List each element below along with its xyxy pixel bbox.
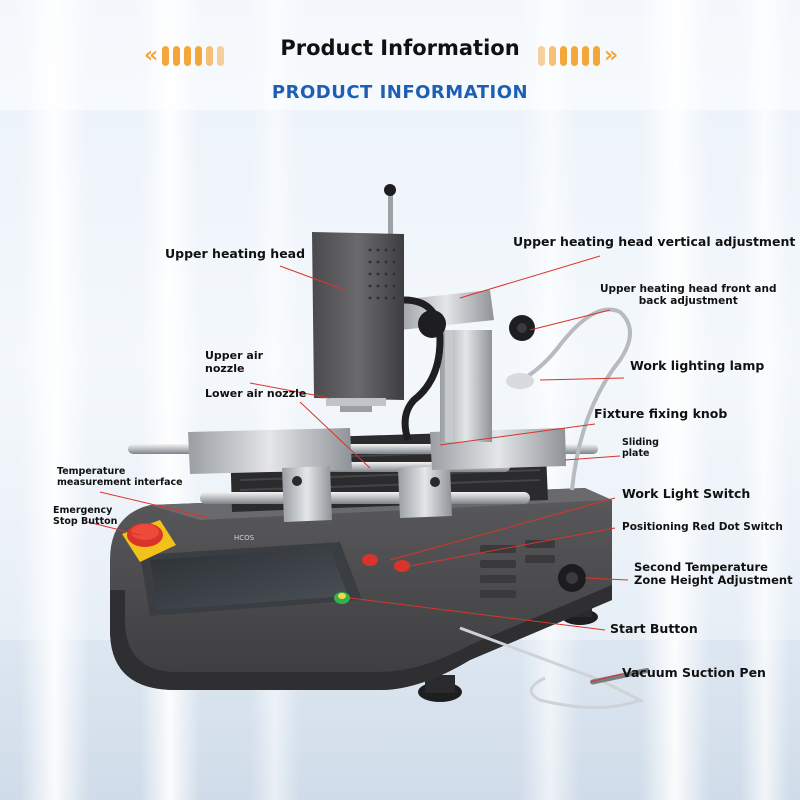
label-upper-air-nozzle-line1: Upper air xyxy=(205,349,264,362)
chevron-left-icon: « xyxy=(144,43,159,68)
header-decoration-right: » xyxy=(538,44,618,68)
page-subtitle: PRODUCT INFORMATION xyxy=(271,82,529,103)
page-title: Product Information xyxy=(280,36,520,60)
label-second-zone-line1: Second Temperature xyxy=(634,560,768,574)
pill-icon xyxy=(162,46,170,66)
label-second-zone-height: Second Temperature Zone Height Adjustmen… xyxy=(634,560,793,588)
pill-icon xyxy=(217,46,225,66)
label-vacuum-suction-pen: Vacuum Suction Pen xyxy=(622,665,766,680)
label-positioning-red-dot-switch: Positioning Red Dot Switch xyxy=(622,521,783,533)
label-front-back-adjustment-line1: Upper heating head front and xyxy=(600,283,777,295)
label-upper-heating-head: Upper heating head xyxy=(165,246,306,261)
label-upper-air-nozzle: Upper air nozzle xyxy=(205,349,264,375)
label-temperature-interface-line1: Temperature xyxy=(57,466,126,477)
label-temperature-interface: Temperature measurement interface xyxy=(57,466,183,489)
pill-icon xyxy=(173,46,181,66)
label-upper-air-nozzle-line2: nozzle xyxy=(205,361,245,375)
label-start-button: Start Button xyxy=(610,621,698,636)
panel-brand: HCOS xyxy=(234,534,255,542)
label-vertical-adjustment: Upper heating head vertical adjustment xyxy=(513,234,796,249)
label-sliding-plate: Sliding plate xyxy=(622,437,659,460)
pill-icon xyxy=(538,46,545,66)
pill-icon xyxy=(582,46,589,66)
label-emergency-stop-line1: Emergency xyxy=(53,505,113,516)
label-sliding-plate-line1: Sliding xyxy=(622,437,659,448)
label-work-lighting-lamp: Work lighting lamp xyxy=(630,358,765,373)
pill-icon xyxy=(206,46,214,66)
label-emergency-stop-line2: Stop Button xyxy=(53,515,118,527)
header-decoration-left: « xyxy=(144,43,225,68)
label-sliding-plate-line2: plate xyxy=(622,447,650,459)
pill-icon xyxy=(593,46,600,66)
pill-icon xyxy=(184,46,192,66)
label-second-zone-line2: Zone Height Adjustment xyxy=(634,573,793,588)
label-emergency-stop: Emergency Stop Button xyxy=(53,505,118,528)
label-fixture-fixing-knob: Fixture fixing knob xyxy=(594,406,728,421)
label-lower-air-nozzle: Lower air nozzle xyxy=(205,387,307,400)
chevron-right-icon: » xyxy=(604,43,619,68)
pill-icon xyxy=(549,46,556,66)
label-front-back-adjustment: Upper heating head front and back adjust… xyxy=(600,283,777,307)
label-work-light-switch: Work Light Switch xyxy=(622,486,751,501)
pill-icon xyxy=(560,46,567,66)
label-front-back-adjustment-line2: back adjustment xyxy=(638,295,738,308)
pill-icon xyxy=(195,46,203,66)
label-temperature-interface-line2: measurement interface xyxy=(57,476,183,488)
pill-icon xyxy=(571,46,578,66)
